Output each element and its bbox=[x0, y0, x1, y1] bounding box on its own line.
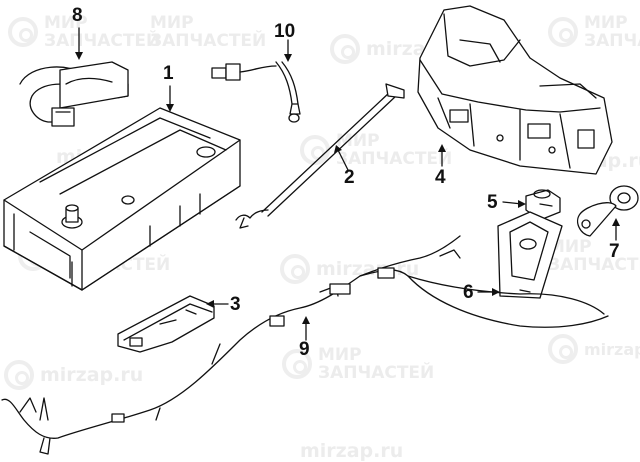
positive-battery-cable bbox=[235, 83, 405, 229]
callout-9: 9 bbox=[299, 339, 310, 360]
wiring-harness bbox=[1, 235, 609, 455]
battery-wiring-bracket bbox=[19, 61, 129, 127]
terminal-cover bbox=[576, 185, 639, 237]
negative-battery-cable bbox=[211, 61, 301, 123]
callout-3: 3 bbox=[230, 294, 241, 315]
callout-8: 8 bbox=[72, 5, 83, 26]
battery-tray bbox=[417, 5, 613, 175]
terminal-insulator bbox=[525, 189, 561, 221]
battery-hold-down bbox=[497, 211, 563, 299]
battery-mount-bracket bbox=[117, 295, 215, 353]
callout-10: 10 bbox=[274, 21, 296, 42]
callout-1: 1 bbox=[163, 63, 174, 84]
callout-7: 7 bbox=[609, 241, 620, 262]
callout-5: 5 bbox=[487, 192, 498, 213]
battery bbox=[3, 107, 241, 291]
callout-leaders bbox=[75, 27, 620, 341]
callout-4: 4 bbox=[435, 167, 446, 188]
callout-6: 6 bbox=[463, 282, 474, 303]
callout-2: 2 bbox=[344, 167, 355, 188]
